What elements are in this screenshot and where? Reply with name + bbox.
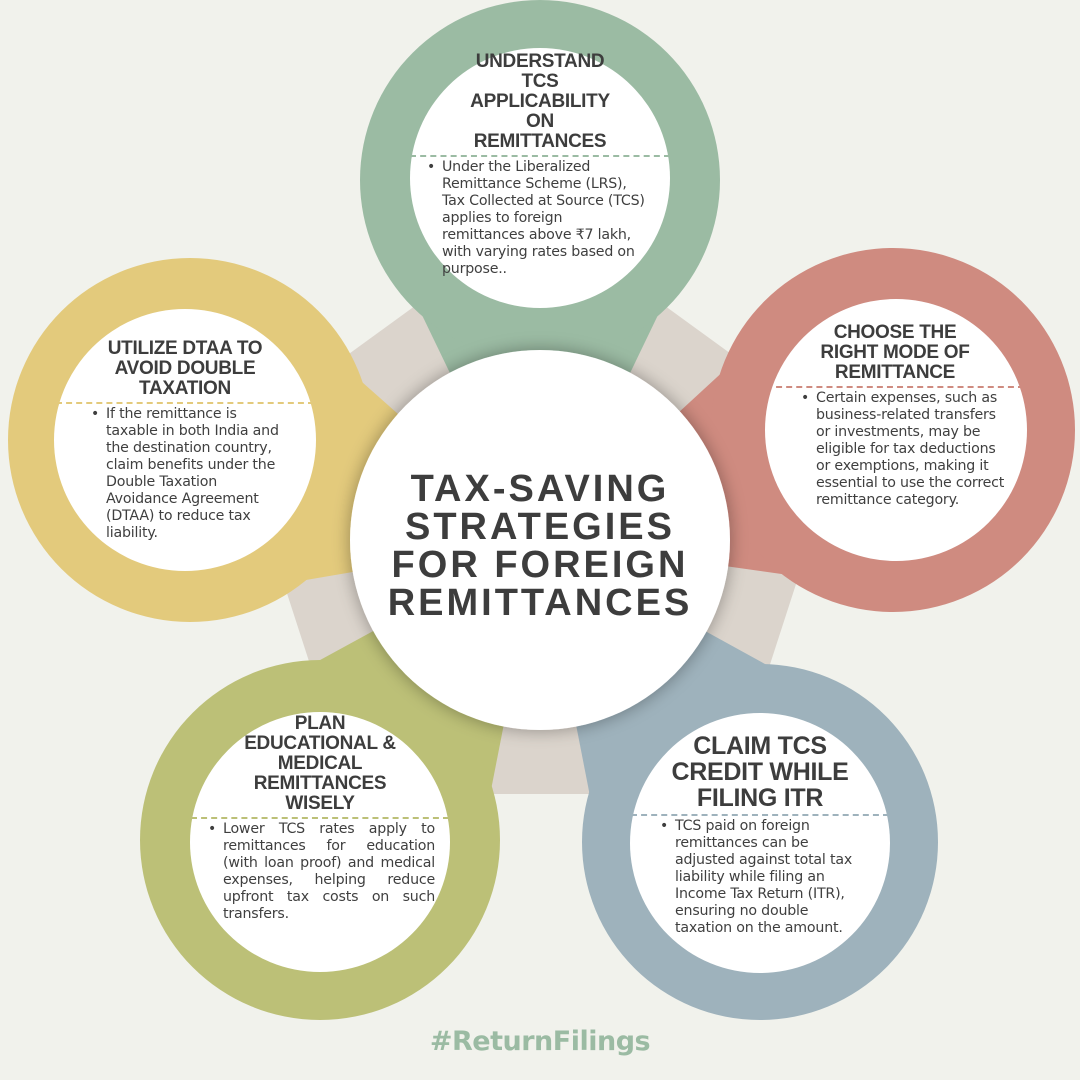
card-title-line: TCS — [521, 71, 559, 92]
card-mode-of-remittance: CHOOSE THE RIGHT MODE OF REMITTANCE • Ce… — [766, 323, 1024, 509]
card-title-line: CREDIT WHILE — [671, 758, 849, 786]
bullet-icon: • — [90, 406, 100, 422]
card-bullet-text: Under the Liberalized Remittance Scheme … — [442, 159, 645, 277]
card-body: • Under the Liberalized Remittance Schem… — [410, 159, 670, 278]
card-divider — [631, 814, 889, 816]
card-title-line: FILING ITR — [696, 784, 824, 812]
card-title-line: ON — [526, 111, 554, 132]
card-divider — [191, 817, 449, 819]
card-dtaa: UTILIZE DTAA TO AVOID DOUBLE TAXATION • … — [56, 339, 314, 542]
inner-circle-tcs-credit — [630, 713, 890, 973]
bullet-icon: • — [207, 821, 217, 837]
card-bullet-text: Lower TCS rates apply to remittances for… — [223, 821, 435, 922]
card-title-line: REMITTANCE — [834, 362, 956, 383]
card-title: CLAIM TCS CREDIT WHILE FILING ITR — [631, 733, 889, 811]
center-title-line: REMITTANCES — [387, 582, 693, 624]
card-title-line: CLAIM TCS — [693, 732, 827, 760]
card-divider — [56, 402, 314, 404]
inner-circle-educational-medical — [190, 712, 450, 972]
card-title-line: REMITTANCES — [473, 131, 607, 152]
hashtag-footer: #ReturnFilings — [429, 1026, 651, 1057]
card-tcs-credit: CLAIM TCS CREDIT WHILE FILING ITR • TCS … — [631, 733, 889, 937]
card-body: • Certain expenses, such as business-rel… — [766, 390, 1024, 509]
card-title-line: CHOOSE THE — [833, 322, 957, 343]
inner-circle-mode-of-remittance — [765, 299, 1027, 561]
card-bullet-text: TCS paid on foreign remittances can be a… — [675, 818, 853, 936]
card-divider — [410, 155, 670, 157]
card-body: • Lower TCS rates apply to remittances f… — [191, 821, 449, 923]
card-title-line: EDUCATIONAL & — [244, 733, 396, 754]
card-title-line: TAXATION — [139, 378, 231, 399]
card-title-line: PLAN — [294, 713, 346, 734]
card-body: • TCS paid on foreign remittances can be… — [631, 818, 889, 937]
card-divider — [766, 386, 1024, 388]
card-title-line: AVOID DOUBLE — [114, 358, 256, 379]
center-title: TAX-SAVING STRATEGIES FOR FOREIGN REMITT… — [370, 470, 710, 622]
center-title-line: STRATEGIES — [405, 506, 675, 548]
center-title-line: FOR FOREIGN — [391, 544, 689, 586]
card-educational-medical: PLAN EDUCATIONAL & MEDICAL REMITTANCES W… — [191, 714, 449, 923]
card-title-line: MEDICAL — [277, 753, 363, 774]
card-bullet-text: If the remittance is taxable in both Ind… — [106, 406, 279, 541]
card-title-line: RIGHT MODE OF — [820, 342, 970, 363]
card-body: • If the remittance is taxable in both I… — [56, 406, 314, 542]
bullet-icon: • — [659, 818, 669, 834]
card-title: PLAN EDUCATIONAL & MEDICAL REMITTANCES W… — [191, 714, 449, 814]
card-title-line: APPLICABILITY — [470, 91, 610, 112]
card-bullet-text: Certain expenses, such as business-relat… — [816, 390, 1005, 508]
card-tcs-applicability: UNDERSTAND TCS APPLICABILITY ON REMITTAN… — [410, 52, 670, 278]
card-title-line: UNDERSTAND — [475, 51, 605, 72]
center-circle — [350, 350, 730, 730]
card-title: CHOOSE THE RIGHT MODE OF REMITTANCE — [766, 323, 1024, 383]
card-title-line: WISELY — [285, 793, 355, 814]
card-title-line: UTILIZE DTAA TO — [107, 338, 263, 359]
card-title: UNDERSTAND TCS APPLICABILITY ON REMITTAN… — [410, 52, 670, 152]
bullet-icon: • — [800, 390, 810, 406]
card-title: UTILIZE DTAA TO AVOID DOUBLE TAXATION — [56, 339, 314, 399]
center-title-line: TAX-SAVING — [410, 468, 670, 510]
bullet-icon: • — [426, 159, 436, 175]
inner-circle-dtaa — [54, 309, 316, 571]
card-title-line: REMITTANCES — [253, 773, 387, 794]
inner-circle-tcs-applicability — [410, 48, 670, 308]
